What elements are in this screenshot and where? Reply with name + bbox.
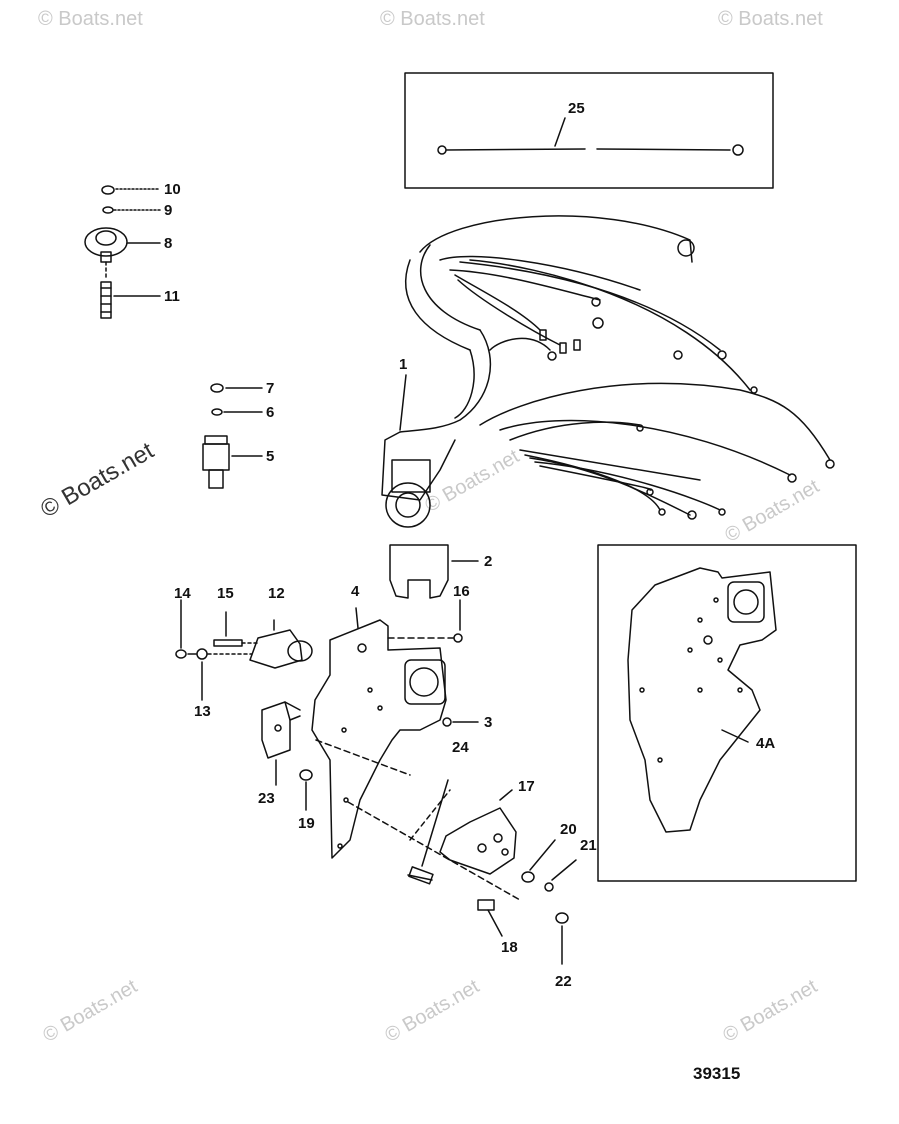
callout-18: 18	[501, 939, 518, 956]
figure-number: 39315	[693, 1064, 741, 1083]
callout-11: 11	[164, 288, 180, 305]
callout-14: 14	[174, 585, 191, 602]
mounting-bracket	[311, 599, 479, 859]
callout-19: 19	[298, 815, 315, 832]
callout-25: 25	[568, 100, 585, 117]
inset-box-4a	[597, 544, 857, 882]
callout-23: 23	[258, 790, 275, 807]
solenoid-group	[299, 739, 577, 965]
callout-1: 1	[399, 356, 408, 373]
battery-cable	[437, 117, 744, 156]
callout-5: 5	[266, 448, 275, 465]
callout-22: 22	[555, 973, 572, 990]
callout-6: 6	[266, 404, 275, 421]
harness-clip	[389, 544, 479, 599]
callout-17: 17	[518, 778, 535, 795]
callout-10: 10	[164, 181, 181, 198]
callout-2: 2	[484, 553, 493, 570]
callout-4a: 4A	[756, 735, 776, 752]
clamp-block	[261, 701, 301, 786]
callout-12: 12	[268, 585, 285, 602]
callout-16: 16	[453, 583, 470, 600]
sensor-12-group	[175, 599, 313, 701]
sender-assembly	[84, 185, 161, 319]
callout-4: 4	[351, 583, 360, 600]
callout-21: 21	[580, 837, 597, 854]
callout-9: 9	[164, 202, 173, 219]
switch-assembly	[202, 383, 263, 489]
watermark: © Boats.net	[718, 8, 823, 30]
inset-box-25	[404, 72, 774, 189]
callout-24: 24	[452, 739, 469, 756]
wiring-harness	[381, 215, 835, 528]
callout-13: 13	[194, 703, 211, 720]
watermark: © Boats.net	[380, 8, 485, 30]
callout-15: 15	[217, 585, 234, 602]
callout-8: 8	[164, 235, 173, 252]
watermark: © Boats.net	[38, 8, 143, 30]
bracket-plate-4a	[627, 567, 777, 833]
callout-3: 3	[484, 714, 493, 731]
callout-20: 20	[560, 821, 577, 838]
callout-7: 7	[266, 380, 275, 397]
